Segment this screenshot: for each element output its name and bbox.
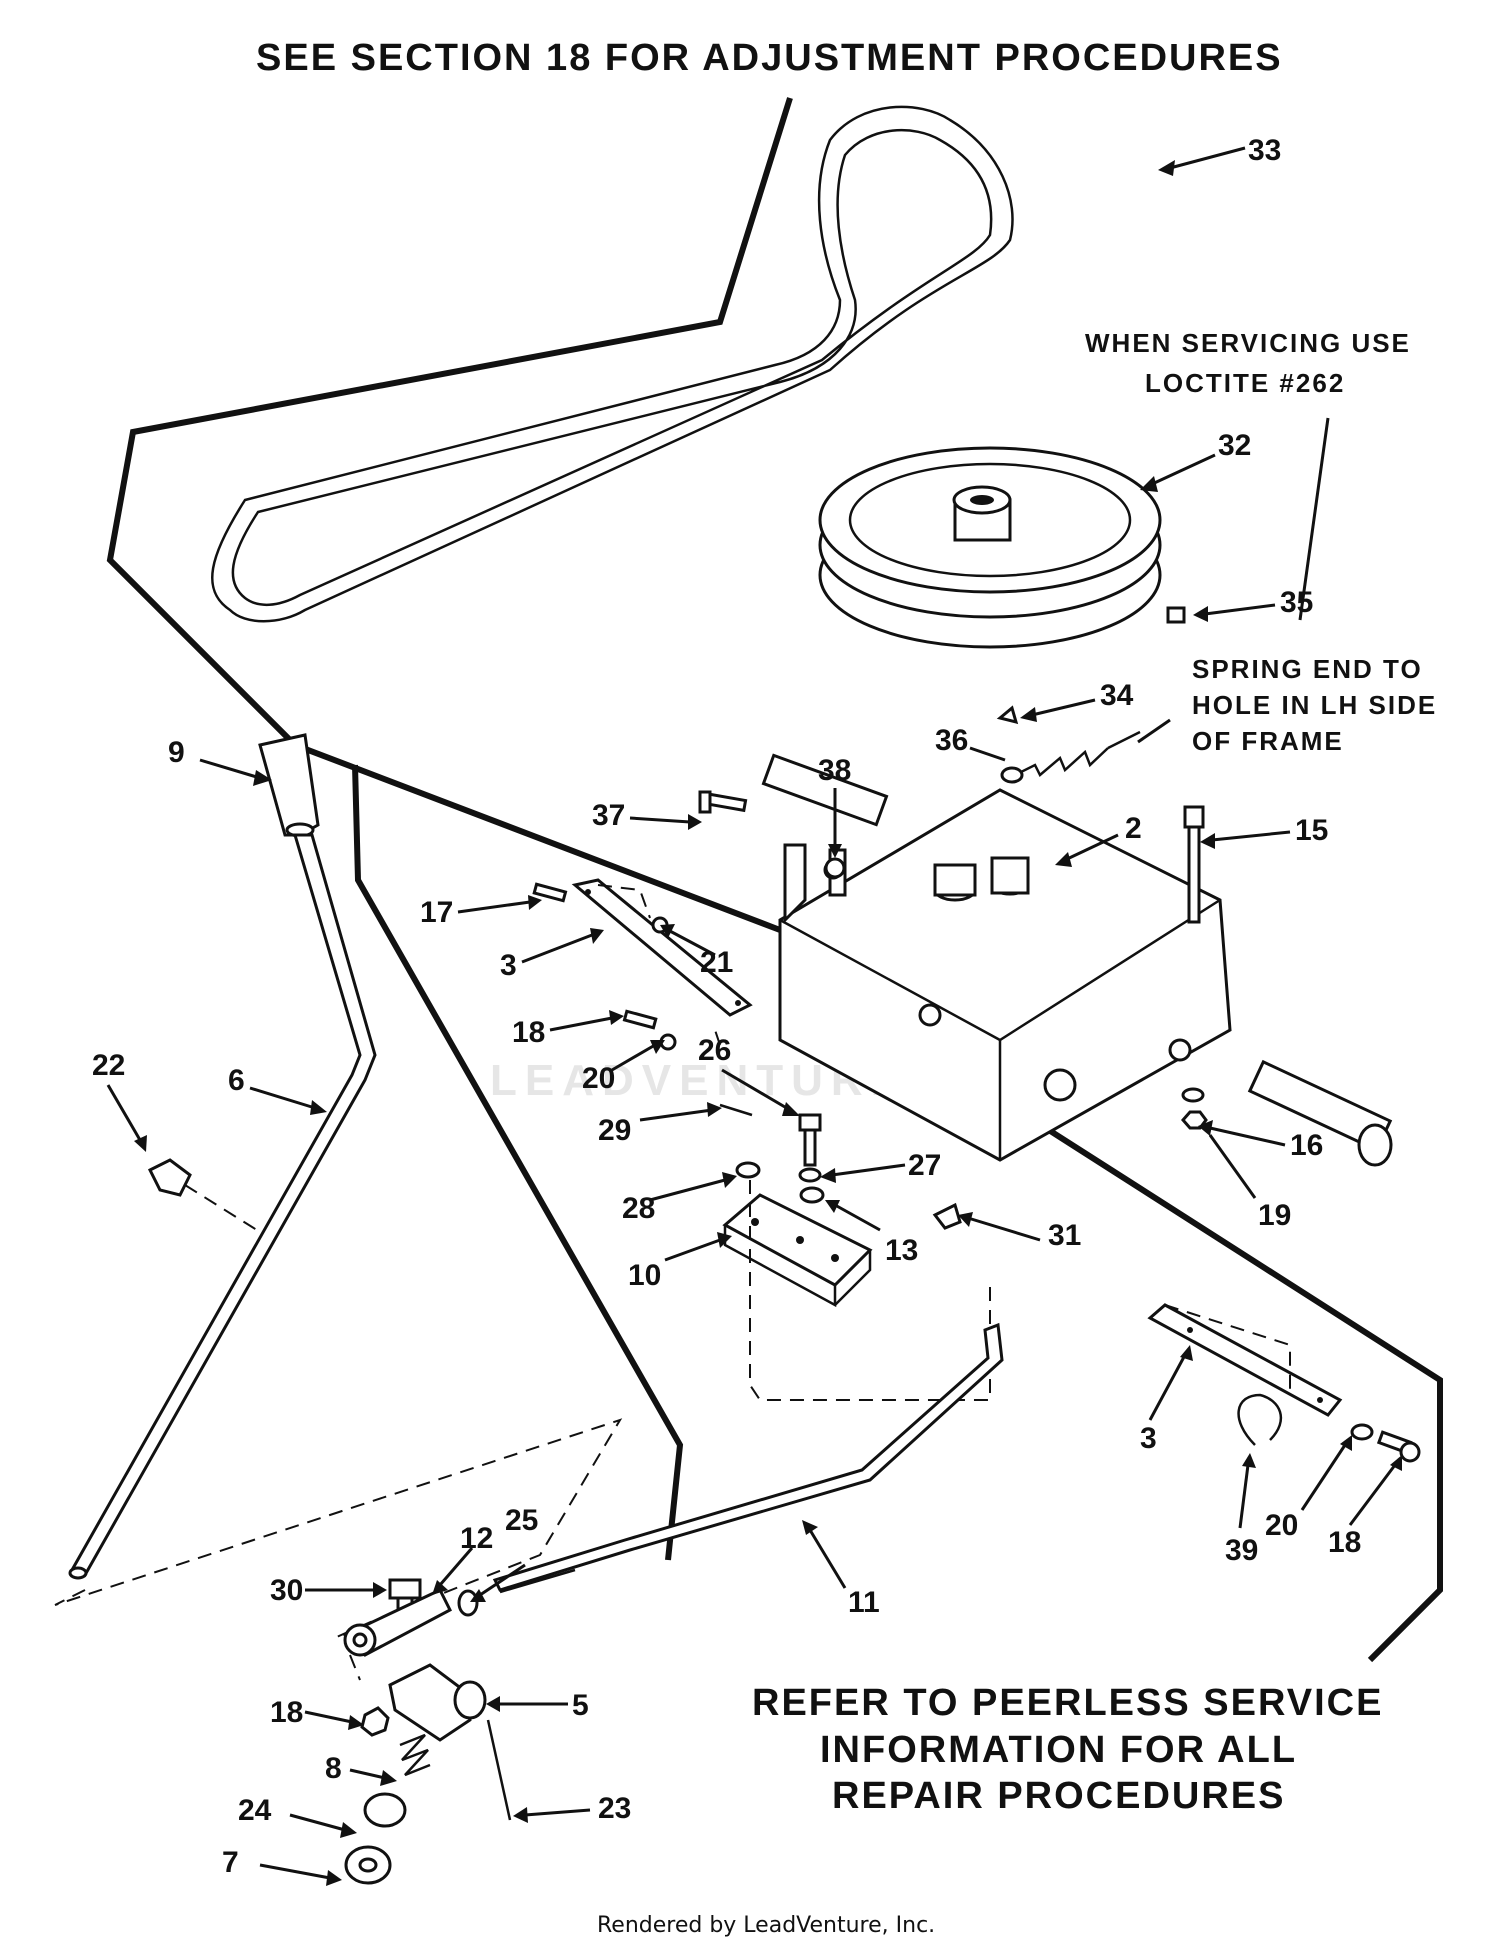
callout-13: 13 bbox=[885, 1234, 918, 1267]
callout-19: 19 bbox=[1258, 1199, 1291, 1232]
callout-3-lower: 3 bbox=[1140, 1422, 1157, 1455]
callout-36: 36 bbox=[935, 724, 968, 757]
callout-27: 27 bbox=[908, 1149, 941, 1182]
callout-20-upper: 20 bbox=[582, 1062, 615, 1095]
callout-10: 10 bbox=[628, 1259, 661, 1292]
callout-arrows bbox=[106, 146, 1402, 1886]
callout-3-upper: 3 bbox=[500, 949, 517, 982]
loctite-note-line1: WHEN SERVICING USE bbox=[1085, 328, 1411, 358]
callout-23: 23 bbox=[598, 1792, 631, 1825]
callout-33: 33 bbox=[1248, 134, 1281, 167]
callout-9: 9 bbox=[168, 736, 185, 769]
callout-32: 32 bbox=[1218, 429, 1251, 462]
header-note: SEE SECTION 18 FOR ADJUSTMENT PROCEDURES bbox=[256, 37, 1283, 79]
strap-lower bbox=[1147, 1303, 1421, 1463]
loctite-note-line2: LOCTITE #262 bbox=[1145, 368, 1345, 398]
peerless-note-line1: REFER TO PEERLESS SERVICE bbox=[752, 1682, 1383, 1724]
callout-7: 7 bbox=[222, 1846, 239, 1879]
footer-credit: Rendered by LeadVenture, Inc. bbox=[597, 1913, 935, 1938]
callout-38: 38 bbox=[818, 754, 851, 787]
callout-35: 35 bbox=[1280, 586, 1313, 619]
callout-29: 29 bbox=[598, 1114, 631, 1147]
callout-30: 30 bbox=[270, 1574, 303, 1607]
peerless-note-line3: REPAIR PROCEDURES bbox=[832, 1775, 1285, 1817]
callout-34: 34 bbox=[1100, 679, 1134, 712]
callout-22: 22 bbox=[92, 1049, 125, 1082]
callout-18-upper: 18 bbox=[512, 1016, 545, 1049]
spring-note-line3: OF FRAME bbox=[1192, 726, 1344, 756]
callout-39: 39 bbox=[1225, 1534, 1258, 1567]
callout-2: 2 bbox=[1125, 812, 1142, 845]
spring-note-line2: HOLE IN LH SIDE bbox=[1192, 690, 1437, 720]
bolt-15 bbox=[1181, 805, 1208, 1130]
callout-26: 26 bbox=[698, 1034, 731, 1067]
callout-25: 25 bbox=[505, 1504, 538, 1537]
callout-21: 21 bbox=[700, 946, 733, 979]
peerless-note-line2: INFORMATION FOR ALL bbox=[820, 1729, 1297, 1771]
callout-16: 16 bbox=[1290, 1129, 1323, 1162]
callout-28: 28 bbox=[622, 1192, 655, 1225]
callout-24: 24 bbox=[238, 1794, 272, 1827]
callout-37: 37 bbox=[592, 799, 625, 832]
strap-upper bbox=[532, 878, 753, 1051]
callout-11: 11 bbox=[848, 1586, 880, 1619]
callout-6: 6 bbox=[228, 1064, 245, 1097]
callout-5: 5 bbox=[572, 1689, 589, 1722]
frame-outline bbox=[106, 97, 1443, 1663]
spring-note-line1: SPRING END TO bbox=[1192, 654, 1423, 684]
knob-22 bbox=[147, 1158, 192, 1197]
spring-and-key bbox=[996, 705, 1141, 784]
callout-12: 12 bbox=[460, 1522, 493, 1555]
callout-18-bottom: 18 bbox=[270, 1696, 303, 1729]
callout-8: 8 bbox=[325, 1752, 342, 1785]
plate-assembly bbox=[719, 1103, 991, 1401]
callout-17: 17 bbox=[420, 896, 453, 929]
callout-numbers: 33 32 35 34 36 9 37 38 2 15 17 21 3 18 2… bbox=[92, 134, 1361, 1879]
callout-20-lower: 20 bbox=[1265, 1509, 1298, 1542]
transaxle bbox=[761, 753, 1393, 1167]
callout-18-lower: 18 bbox=[1328, 1526, 1361, 1559]
callout-15: 15 bbox=[1295, 814, 1328, 847]
shift-rod bbox=[492, 1322, 1004, 1594]
drive-belt bbox=[211, 105, 1014, 623]
lower-linkage bbox=[342, 1578, 512, 1885]
clip-31 bbox=[932, 1202, 962, 1230]
callout-31: 31 bbox=[1048, 1219, 1081, 1252]
pulley bbox=[818, 446, 1186, 649]
bolt-37 bbox=[698, 790, 846, 924]
